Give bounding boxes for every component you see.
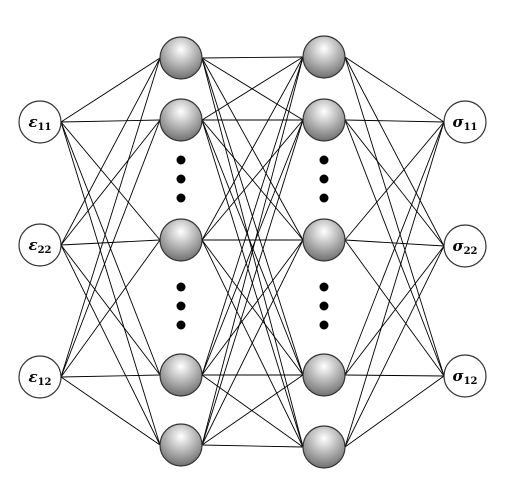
- output-node-s12-subscript: 12: [464, 376, 478, 387]
- input-hidden1-edge-10: [60, 57, 161, 378]
- hidden2-ellipsis-dot-3: [319, 193, 329, 203]
- hidden1-node-5: [159, 423, 203, 467]
- hidden2-output-edge-46: [344, 121, 445, 241]
- hidden2-output-edge-52: [344, 121, 445, 448]
- input-hidden1-edge-2: [60, 121, 161, 241]
- input-node-e22: ε22: [18, 223, 62, 267]
- hidden1-hidden2-edge-35: [201, 56, 304, 446]
- hidden2-output-edge-47: [344, 239, 445, 247]
- input-node-e12-subscript: 12: [38, 377, 52, 388]
- hidden1-ellipsis-dot-3: [176, 193, 186, 203]
- input-node-e12-symbol: ε: [28, 368, 37, 386]
- input-hidden1-edge-7: [60, 239, 161, 246]
- hidden2-output-edge-43: [344, 119, 445, 123]
- output-node-s22: σ22: [443, 224, 487, 268]
- hidden1-ellipsis-dot-5: [176, 301, 186, 311]
- hidden2-node-1: [302, 35, 346, 79]
- svg-text:σ12: σ12: [453, 367, 478, 387]
- hidden2-ellipsis-dot-6: [319, 320, 329, 330]
- hidden1-hidden2-edge-32: [201, 239, 304, 376]
- input-node-e12: ε12: [18, 355, 62, 399]
- hidden2-ellipsis-dot-4: [319, 282, 329, 292]
- input-node-e11-subscript: 11: [38, 122, 52, 133]
- hidden2-output-edge-48: [344, 239, 445, 377]
- hidden1-ellipsis-dot-6: [176, 320, 186, 330]
- hidden2-output-edge-44: [344, 119, 445, 247]
- output-node-s11: σ11: [443, 100, 487, 144]
- hidden2-node-4: [302, 353, 346, 397]
- input-hidden1-edge-9: [60, 244, 161, 446]
- hidden2-output-edge-40: [344, 56, 445, 123]
- svg-text:ε11: ε11: [28, 113, 51, 133]
- output-node-s22-subscript: 22: [464, 246, 478, 257]
- hidden2-output-edge-50: [344, 245, 445, 376]
- input-node-e11-symbol: ε: [28, 113, 37, 131]
- hidden2-ellipsis-dot-1: [319, 155, 329, 165]
- input-hidden1-edge-4: [60, 121, 161, 446]
- svg-text:σ22: σ22: [453, 237, 478, 257]
- hidden1-hidden2-edge-34: [201, 374, 304, 448]
- svg-text:ε22: ε22: [28, 236, 51, 256]
- hidden1-hidden2-edge-37: [201, 239, 304, 446]
- hidden1-hidden2-edge-36: [201, 119, 304, 446]
- hidden1-ellipsis-dot-1: [176, 155, 186, 165]
- connection-lines: [60, 56, 445, 448]
- output-node-s11-symbol: σ: [453, 113, 465, 131]
- input-hidden1-edge-11: [60, 119, 161, 378]
- hidden2-output-edge-51: [344, 374, 445, 377]
- input-hidden1-edge-13: [60, 374, 161, 378]
- input-hidden1-edge-8: [60, 244, 161, 376]
- hidden1-hidden2-edge-26: [201, 119, 304, 241]
- hidden2-output-edge-42: [344, 56, 445, 377]
- hidden2-ellipsis-dot-5: [319, 301, 329, 311]
- hidden1-hidden2-edge-39: [201, 444, 304, 448]
- hidden2-ellipsis-dot-2: [319, 174, 329, 184]
- hidden2-node-5: [302, 425, 346, 469]
- input-hidden1-edge-14: [60, 376, 161, 446]
- hidden1-node-2: [159, 98, 203, 142]
- hidden1-node-1: [159, 36, 203, 80]
- hidden1-hidden2-edge-25: [201, 56, 304, 241]
- hidden2-node-2: [302, 98, 346, 142]
- svg-text:ε12: ε12: [28, 368, 51, 388]
- output-node-s12-symbol: σ: [453, 367, 465, 385]
- hidden2-output-edge-49: [344, 121, 445, 376]
- output-node-s12: σ12: [443, 354, 487, 398]
- hidden2-output-edge-54: [344, 375, 445, 448]
- hidden2-output-edge-53: [344, 245, 445, 448]
- input-hidden1-edge-1: [60, 119, 161, 123]
- hidden1-hidden2-edge-30: [201, 56, 304, 376]
- input-node-e11: ε11: [18, 100, 62, 144]
- hidden1-node-4: [159, 353, 203, 397]
- hidden2-node-3: [302, 218, 346, 262]
- input-hidden1-edge-6: [60, 119, 161, 246]
- output-node-s22-symbol: σ: [453, 237, 465, 255]
- hidden1-hidden2-edge-31: [201, 119, 304, 376]
- input-hidden1-edge-5: [60, 57, 161, 246]
- hidden1-hidden2-edge-15: [201, 56, 304, 59]
- network-nodes: ε11 ε22 ε12 σ11: [18, 35, 487, 469]
- output-node-s11-subscript: 11: [464, 122, 478, 133]
- input-node-e22-symbol: ε: [28, 236, 37, 254]
- ellipsis-dots: [176, 155, 329, 330]
- input-hidden1-edge-0: [60, 57, 161, 123]
- hidden1-ellipsis-dot-4: [176, 282, 186, 292]
- hidden1-hidden2-edge-38: [201, 374, 304, 446]
- input-node-e22-subscript: 22: [38, 245, 52, 256]
- hidden2-output-edge-41: [344, 56, 445, 247]
- hidden1-hidden2-edge-20: [201, 56, 304, 121]
- input-hidden1-edge-12: [60, 239, 161, 378]
- hidden1-node-3: [159, 218, 203, 262]
- hidden1-ellipsis-dot-2: [176, 174, 186, 184]
- svg-text:σ11: σ11: [453, 113, 478, 133]
